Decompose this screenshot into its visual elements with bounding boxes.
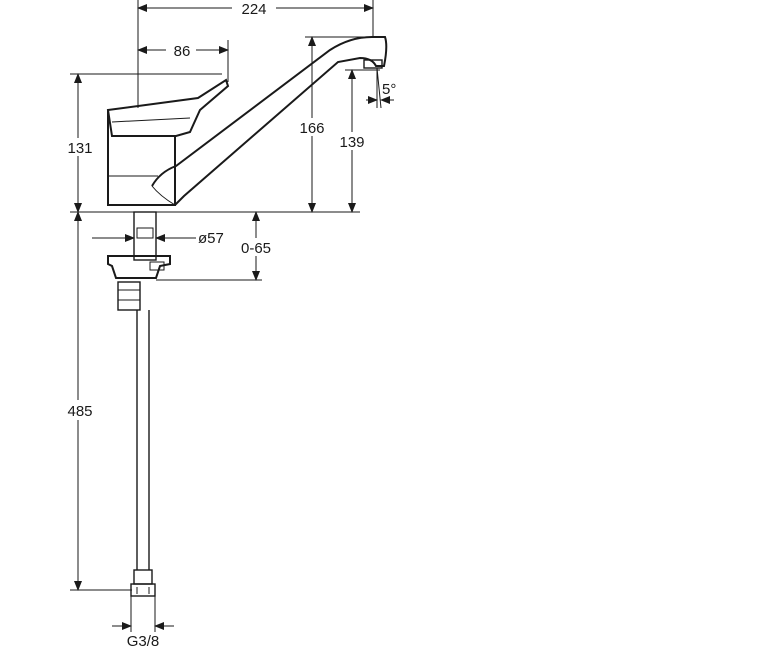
lever-handle <box>106 78 230 137</box>
dim-spout-reach: 224 <box>137 0 374 108</box>
hose-fitting <box>133 569 153 585</box>
fixing-plate <box>107 255 171 279</box>
dim-body-height: 131 <box>60 73 222 213</box>
dim-spout-outlet-height: 166 <box>294 36 385 213</box>
dim-lever-offset-label: 86 <box>174 43 191 60</box>
dim-angle: 5° <box>366 67 396 109</box>
dim-connection-thread: G3/8 <box>112 596 174 650</box>
dim-lever-offset: 86 <box>137 40 229 82</box>
dim-deck-thickness: 0-65 <box>156 211 278 281</box>
dim-hose-length: 485 <box>60 211 132 591</box>
dim-outlet-clearance-label: 139 <box>339 134 364 151</box>
dim-spout-outlet-height-label: 166 <box>299 120 324 137</box>
dim-hose-length-label: 485 <box>67 403 92 420</box>
mounting-assembly <box>107 211 171 597</box>
body-column <box>107 110 176 206</box>
dim-angle-label: 5° <box>382 81 396 98</box>
dim-mount-diameter: ø57 <box>92 230 224 247</box>
dim-deck-thickness-label: 0-65 <box>241 240 271 257</box>
dim-connection-thread-label: G3/8 <box>127 633 160 650</box>
dim-mount-diameter-label: ø57 <box>198 230 224 247</box>
dim-body-height-label: 131 <box>67 140 92 157</box>
dim-spout-reach-label: 224 <box>241 1 266 18</box>
fixing-nut <box>117 281 141 311</box>
dim-outlet-clearance: 139 <box>334 69 380 213</box>
aerator <box>363 59 383 69</box>
faucet-body <box>70 36 388 213</box>
spout <box>151 36 388 206</box>
